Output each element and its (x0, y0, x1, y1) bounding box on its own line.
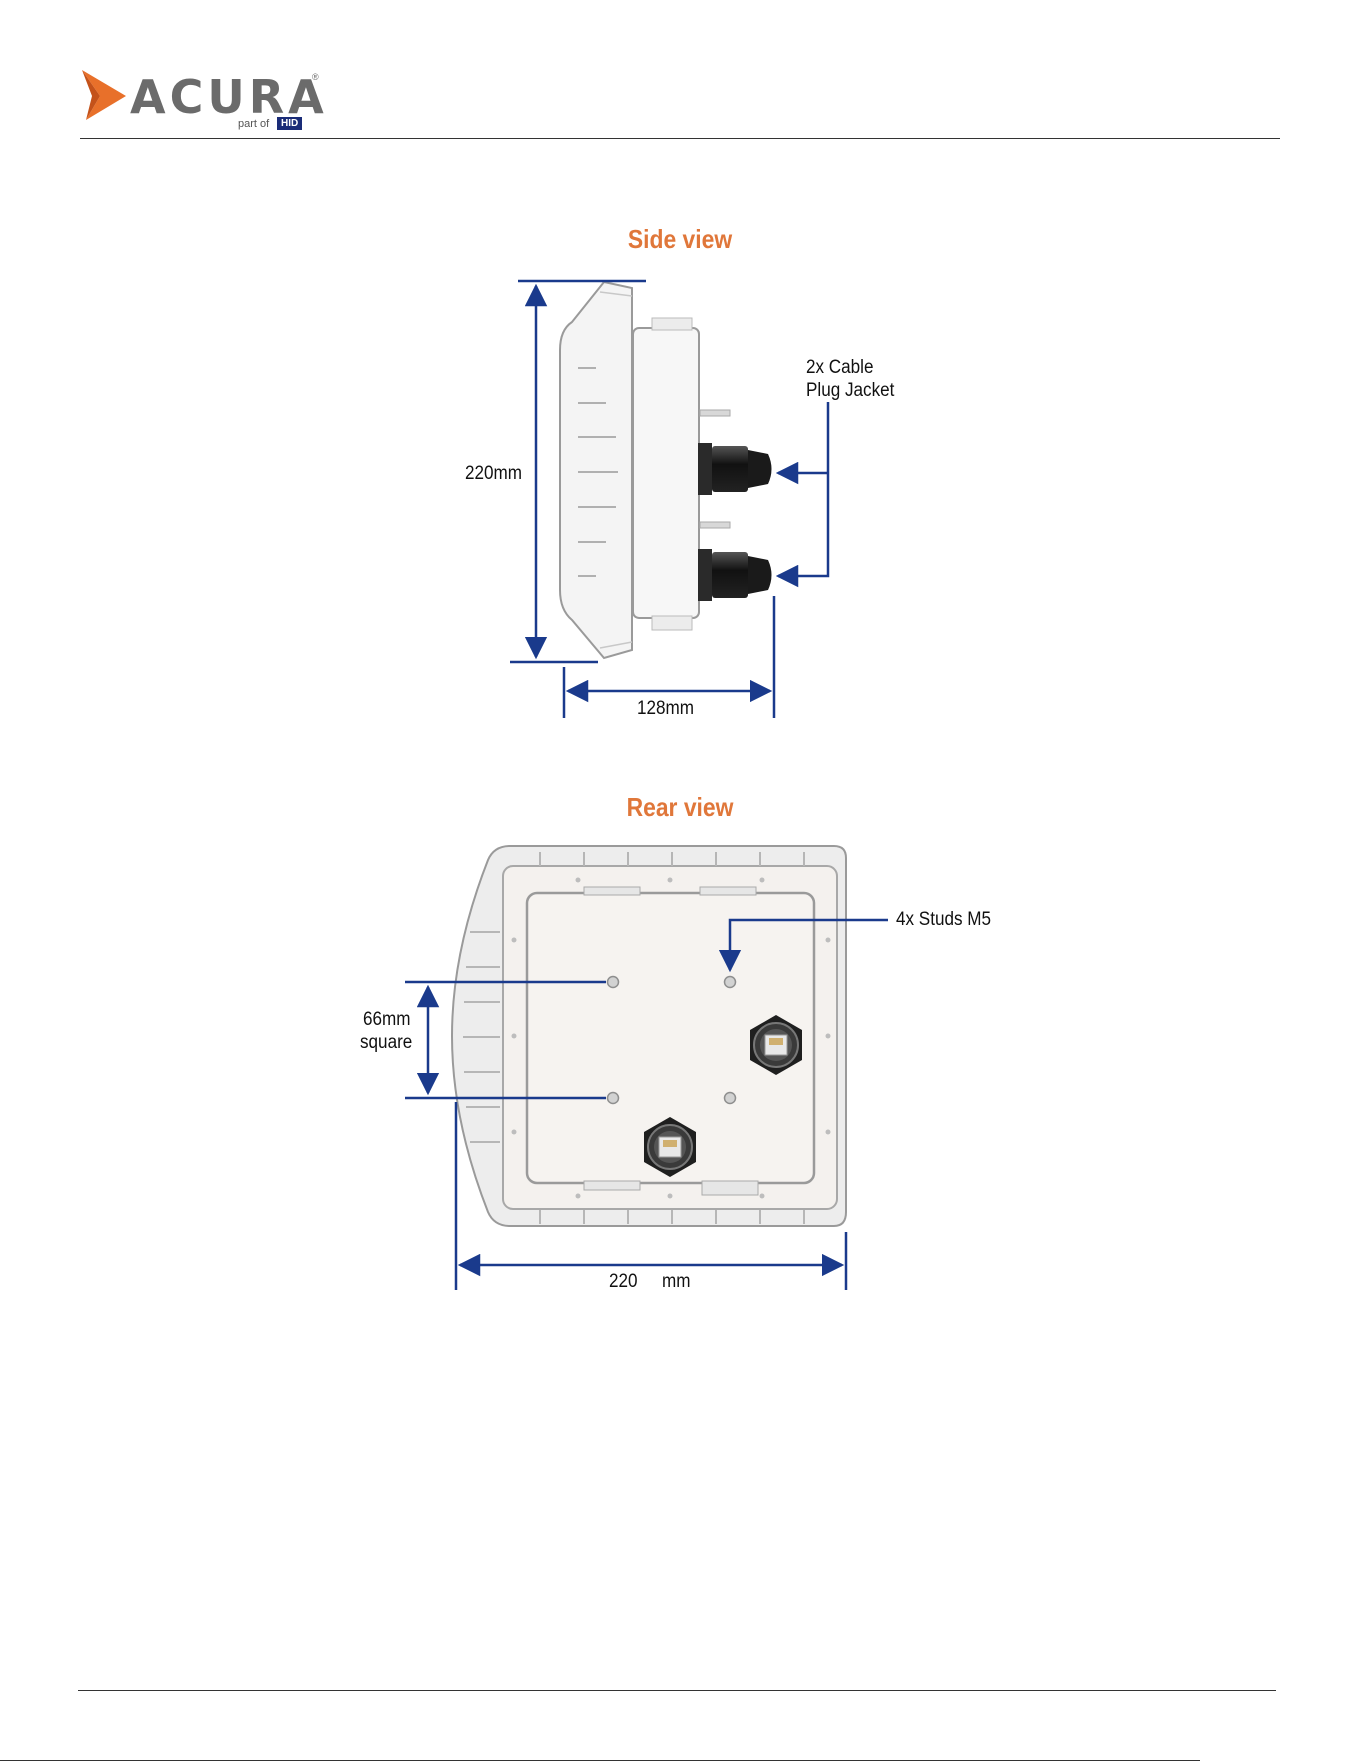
rear-view-reader (452, 846, 846, 1226)
studs-callout-label: 4x Studs M5 (896, 908, 991, 931)
square-label-line2: square (360, 1031, 412, 1054)
cable-callout-line2: Plug Jacket (806, 379, 894, 402)
side-view-reader (560, 282, 772, 658)
rear-width-unit: mm (662, 1270, 690, 1293)
rear-width-number: 220 (609, 1270, 638, 1293)
cable-gland-upper (698, 443, 772, 495)
cable-callout-line1: 2x Cable (806, 356, 874, 379)
cable-gland-lower (698, 549, 772, 601)
square-label-line1: 66mm (363, 1008, 411, 1031)
side-height-label: 220mm (465, 462, 522, 485)
side-depth-label: 128mm (637, 697, 694, 720)
